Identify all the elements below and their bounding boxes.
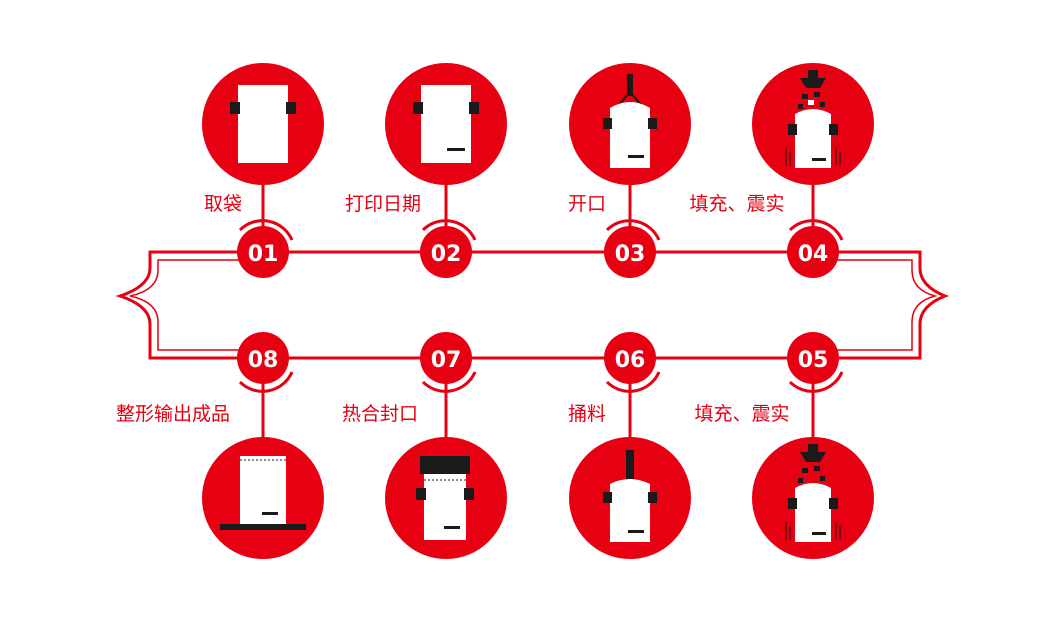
tamp-icon — [603, 450, 657, 542]
printed-bag-icon — [413, 85, 479, 163]
step-04: 填充、震实 04 — [689, 63, 874, 278]
step-label: 整形输出成品 — [116, 403, 230, 425]
step-06: 捅料 06 — [568, 332, 691, 559]
open-bag-icon — [603, 74, 657, 168]
step-number-ring — [605, 371, 661, 393]
step-number-ring — [788, 371, 844, 393]
step-number-ring — [421, 219, 477, 241]
flow-loop-inner-line — [129, 259, 263, 351]
step-number: 03 — [615, 242, 646, 267]
step-number: 04 — [798, 242, 829, 267]
step-number: 05 — [798, 348, 829, 373]
step-number-badge — [237, 332, 289, 384]
step-number-badge — [604, 332, 656, 384]
step-05: 填充、震实 05 — [694, 332, 874, 559]
step-label: 捅料 — [568, 403, 606, 425]
step-number-ring — [238, 219, 294, 241]
step-01: 取袋 01 — [202, 63, 324, 278]
bag-icon — [230, 85, 296, 163]
heat-seal-icon — [416, 456, 474, 540]
step-label: 填充、震实 — [689, 193, 784, 215]
step-number: 06 — [615, 348, 646, 373]
step-number: 02 — [431, 242, 462, 267]
step-number-badge — [420, 226, 472, 278]
step-number-badge — [787, 226, 839, 278]
step-number-ring — [238, 371, 294, 393]
step-number-badge — [420, 332, 472, 384]
step-number: 08 — [248, 348, 279, 373]
step-07: 热合封口 07 — [342, 332, 507, 559]
step-number-badge — [604, 226, 656, 278]
step-number-ring — [421, 371, 477, 393]
step-label: 填充、震实 — [694, 403, 789, 425]
step-number-ring — [788, 219, 844, 241]
step-label: 开口 — [568, 193, 606, 215]
step-label: 热合封口 — [342, 403, 418, 425]
flow-loop-line — [115, 250, 950, 360]
step-08: 整形输出成品 08 — [116, 332, 324, 559]
step-number-badge — [787, 332, 839, 384]
flow-loop-inner-line-right — [813, 259, 938, 351]
step-02: 打印日期 02 — [345, 63, 507, 278]
step-label: 取袋 — [204, 193, 242, 215]
step-number-ring — [605, 219, 661, 241]
step-03: 开口 03 — [568, 63, 691, 278]
output-product-icon — [220, 456, 306, 530]
fill-shake-icon — [785, 70, 841, 168]
fill-shake-icon — [785, 444, 841, 542]
step-number: 01 — [248, 242, 279, 267]
step-number-badge — [237, 226, 289, 278]
step-number: 07 — [431, 348, 462, 373]
step-label: 打印日期 — [345, 193, 421, 215]
